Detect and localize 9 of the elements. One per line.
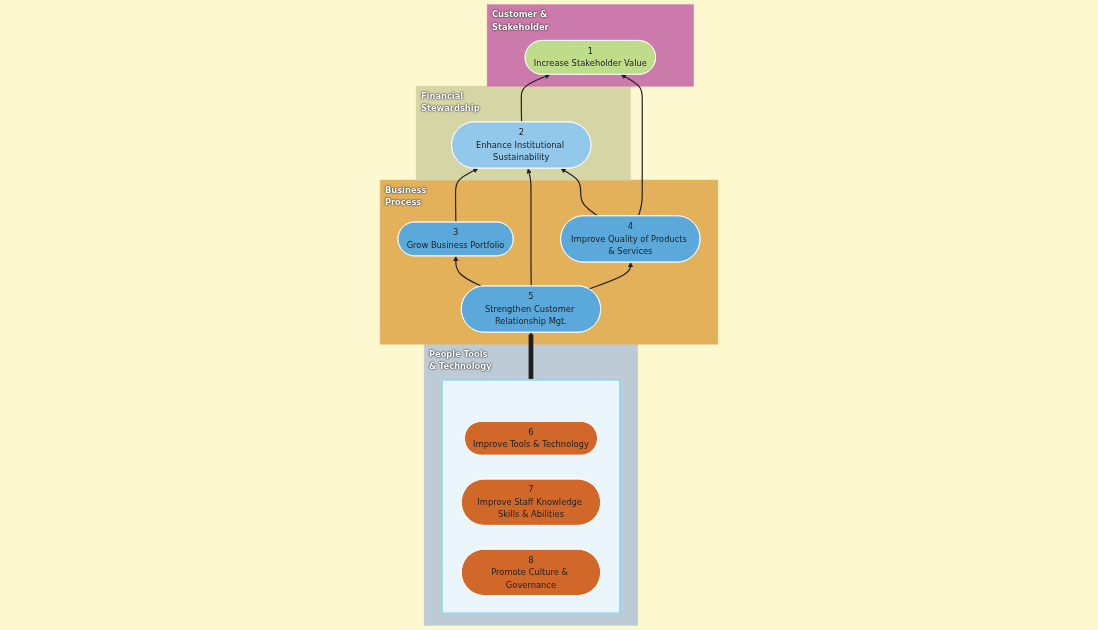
arrow <box>560 168 599 217</box>
arrow <box>526 168 532 287</box>
arrow <box>454 168 479 223</box>
arrow <box>620 74 643 217</box>
arrow <box>453 255 483 287</box>
cluster <box>441 378 621 615</box>
arrow <box>588 262 634 290</box>
arrow <box>520 73 551 123</box>
arrow <box>528 332 534 381</box>
